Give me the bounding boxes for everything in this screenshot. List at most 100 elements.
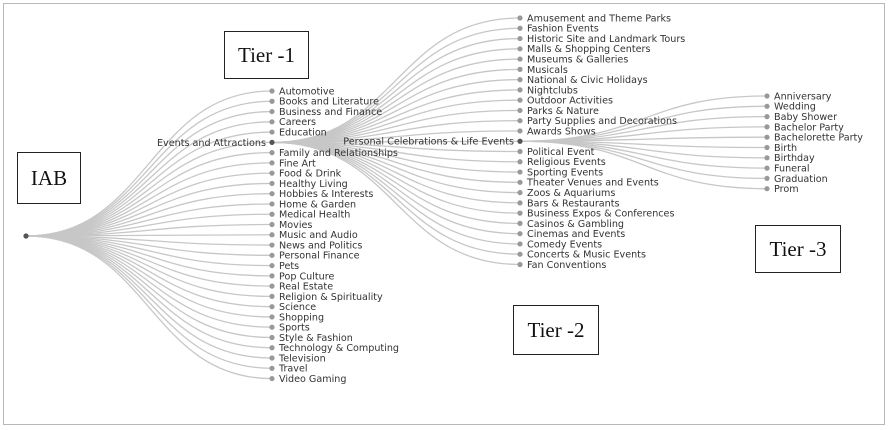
tier1-label-religion-and-spirituality: Religion & Spirituality [279, 292, 383, 303]
tier3-node-wedding[interactable] [764, 103, 770, 109]
tier2-node-national-and-civic-holidays[interactable] [517, 77, 523, 83]
tier2-node-musicals[interactable] [517, 66, 523, 72]
tier2-node-personal-celebrations-and-life-events[interactable] [517, 138, 523, 144]
tier1-node-real-estate[interactable] [269, 283, 275, 289]
tier2-node-theater-venues-and-events[interactable] [517, 179, 523, 185]
link-root-science [25, 235, 273, 308]
tier3-label-bachelorette-party: Bachelorette Party [774, 133, 863, 144]
tier1-node-automotive[interactable] [269, 88, 275, 94]
tier1-label-pets: Pets [279, 261, 299, 272]
tier1-node-food-and-drink[interactable] [269, 170, 275, 176]
tier2-node-fashion-events[interactable] [517, 25, 523, 31]
tier1-label-television: Television [278, 353, 326, 364]
tier1-node-religion-and-spirituality[interactable] [269, 293, 275, 299]
tier1-node-news-and-politics[interactable] [269, 242, 275, 248]
tier3-node-prom[interactable] [764, 186, 770, 192]
tier2-node-museums-and-galleries[interactable] [517, 56, 523, 62]
tier1-node-science[interactable] [269, 304, 275, 310]
tier2-label-casinos-and-gambling: Casinos & Gambling [527, 219, 624, 230]
tier1-node-technology-and-computing[interactable] [269, 345, 275, 351]
tier3-node-birthday[interactable] [764, 155, 770, 161]
tier2-label-cinemas-and-events: Cinemas and Events [527, 229, 625, 240]
tier1-label-style-and-fashion: Style & Fashion [279, 333, 353, 344]
tier3-node-bachelor-party[interactable] [764, 124, 770, 130]
tier2-node-historic-site-and-landmark-tours[interactable] [517, 35, 523, 42]
tier2-node-malls-and-shopping-centers[interactable] [517, 46, 523, 52]
tier1-node-video-gaming[interactable] [269, 375, 275, 382]
tier2-node-parks-and-nature[interactable] [517, 107, 523, 114]
link-root-video-gaming [25, 235, 273, 380]
tier1-node-pets[interactable] [269, 262, 275, 269]
tier1-label-pop-culture: Pop Culture [279, 271, 334, 282]
tier2-node-sporting-events[interactable] [517, 169, 523, 175]
tier2-label-bars-and-restaurants: Bars & Restaurants [527, 198, 620, 209]
tier1-node-television[interactable] [269, 355, 275, 361]
tier1-node-fine-art[interactable] [269, 160, 275, 166]
tier2-node-bars-and-restaurants[interactable] [517, 200, 523, 206]
tier2-node-fan-conventions[interactable] [517, 261, 523, 268]
link-root-pop-culture [25, 235, 273, 277]
tier2-label-box: Tier -2 [513, 305, 599, 355]
tier2-label-museums-and-galleries: Museums & Galleries [527, 54, 628, 65]
tier3-node-baby-shower[interactable] [764, 114, 770, 120]
root-node[interactable] [23, 233, 29, 239]
tier3-node-anniversary[interactable] [764, 93, 770, 99]
tier1-node-books-and-literature[interactable] [269, 98, 275, 104]
tier1-label-medical-health: Medical Health [279, 210, 350, 221]
tier3-node-funeral[interactable] [764, 165, 770, 171]
tier2-node-casinos-and-gambling[interactable] [517, 220, 523, 226]
tier1-node-hobbies-and-interests[interactable] [269, 191, 275, 197]
tier2-label-business-expos-and-conferences: Business Expos & Conferences [527, 209, 674, 220]
tier1-node-careers[interactable] [269, 119, 275, 125]
tier2-node-concerts-and-music-events[interactable] [517, 251, 523, 257]
tier1-label-hobbies-and-interests: Hobbies & Interests [279, 189, 373, 200]
tier2-node-amusement-and-theme-parks[interactable] [517, 15, 523, 21]
tier1-label-news-and-politics: News and Politics [279, 240, 362, 251]
root-label: IAB [30, 165, 68, 190]
tier2-label-fan-conventions: Fan Conventions [527, 260, 606, 271]
tier2-node-party-supplies-and-decorations[interactable] [517, 118, 523, 124]
tier1-node-sports[interactable] [269, 324, 275, 330]
tier1-node-travel[interactable] [269, 365, 275, 371]
tier2-label-sporting-events: Sporting Events [527, 167, 603, 178]
tier2-node-nightclubs[interactable] [517, 87, 523, 93]
tier1-label-box: Tier -1 [224, 31, 309, 79]
tier2-node-religious-events[interactable] [517, 159, 523, 165]
tier3-node-birth[interactable] [764, 144, 770, 151]
tier1-node-business-and-finance[interactable] [269, 108, 275, 115]
tier1-node-music-and-audio[interactable] [269, 232, 275, 238]
tier2-node-zoos-and-aquariums[interactable] [517, 189, 523, 196]
tier2-node-comedy-events[interactable] [517, 241, 523, 247]
tier3-node-bachelorette-party[interactable] [764, 134, 770, 140]
tier1-label-travel: Travel [278, 364, 308, 375]
tier1-node-style-and-fashion[interactable] [269, 334, 275, 341]
tier1-label-movies: Movies [279, 220, 312, 231]
tier1-label-music-and-audio: Music and Audio [279, 230, 358, 241]
tier1-node-movies[interactable] [269, 221, 275, 228]
tier2-node-cinemas-and-events[interactable] [517, 231, 523, 237]
tier1-node-events-and-attractions[interactable] [269, 139, 275, 145]
tier1-node-education[interactable] [269, 129, 275, 135]
link-events-fan-conventions [271, 141, 521, 266]
tier1-label-video-gaming: Video Gaming [279, 374, 346, 385]
tier1-node-home-and-garden[interactable] [269, 201, 275, 207]
tier2-node-awards-shows[interactable] [517, 128, 523, 134]
tier3-label-bachelor-party: Bachelor Party [774, 122, 844, 133]
tier1-label-business-and-finance: Business and Finance [279, 107, 382, 118]
link-celebrations-prom [519, 140, 768, 190]
tier1-node-healthy-living[interactable] [269, 180, 275, 187]
tier1-node-personal-finance[interactable] [269, 252, 275, 258]
tier2-node-political-event[interactable] [517, 148, 523, 155]
tier1-node-medical-health[interactable] [269, 211, 275, 217]
tier1-node-family-and-relationships[interactable] [269, 150, 275, 156]
tier1-node-pop-culture[interactable] [269, 273, 275, 279]
tier2-label-awards-shows: Awards Shows [527, 126, 596, 137]
tier2-label-zoos-and-aquariums: Zoos & Aquariums [527, 188, 615, 199]
tier3-label: Tier -3 [769, 236, 827, 261]
tier1-label-careers: Careers [279, 117, 316, 128]
tier1-node-shopping[interactable] [269, 314, 275, 320]
tier2-node-outdoor-activities[interactable] [517, 97, 523, 103]
tier3-node-graduation[interactable] [764, 175, 770, 181]
tier2-node-business-expos-and-conferences[interactable] [517, 210, 523, 216]
